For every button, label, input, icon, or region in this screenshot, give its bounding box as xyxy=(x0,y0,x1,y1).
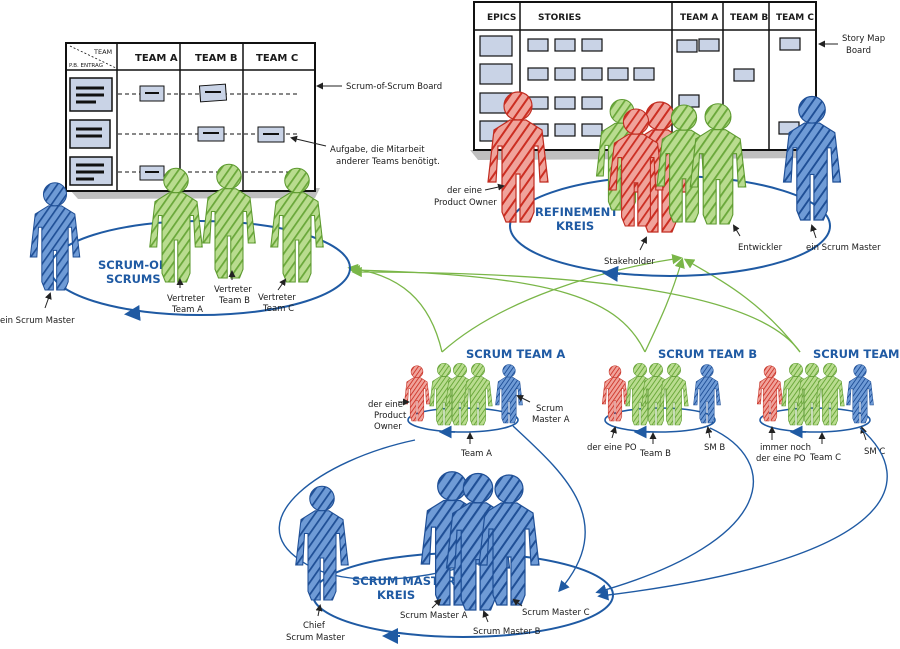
team-c-title: SCRUM TEAM C xyxy=(813,347,900,361)
refinement-sm-label: ein Scrum Master xyxy=(806,243,881,253)
team-a-title: SCRUM TEAM A xyxy=(466,347,565,361)
sos-note-line1: Aufgabe, die Mitarbeit xyxy=(330,145,425,155)
sm-circle-title-line2: KREIS xyxy=(377,588,415,602)
sos-note-line2: anderer Teams benötigt. xyxy=(336,157,440,167)
rep-b-line2: Team B xyxy=(218,296,250,306)
sos-scrum-master-label: ein Scrum Master xyxy=(0,316,75,326)
smb-col-team-a: TEAM A xyxy=(680,13,718,23)
rep-b-line1: Vertreter xyxy=(214,285,252,295)
team-b-title: SCRUM TEAM B xyxy=(658,347,757,361)
stakeholder-label: Stakeholder xyxy=(604,257,655,267)
refinement-title-line2: KREIS xyxy=(556,219,594,233)
team-b-po-label: der eine PO xyxy=(587,443,637,453)
team-a-po-line3: Owner xyxy=(374,422,402,432)
sm-a-label: Scrum Master A xyxy=(400,611,468,621)
sos-circle-title-line1: SCRUM-OF- xyxy=(98,258,171,272)
sos-corner-team: TEAM xyxy=(93,48,112,56)
sos-cards xyxy=(69,77,300,186)
refinement-title-line1: REFINEMENT xyxy=(535,205,618,219)
smb-caption-line1: Story Map xyxy=(842,34,885,44)
rep-c-line1: Vertreter xyxy=(258,293,296,303)
smb-col-team-b: TEAM B xyxy=(730,13,768,23)
sm-circle-title-line1: SCRUM MASTER xyxy=(352,574,456,588)
scrum-of-scrums-circle: SCRUM-OF- SCRUMS xyxy=(49,220,351,321)
connectors-blue xyxy=(278,425,888,601)
scrum-team-a: SCRUM TEAM A der eine Product Owner Scru… xyxy=(368,347,570,459)
team-c-sm-label: SM C xyxy=(864,447,885,457)
sos-circle-title-line2: SCRUMS xyxy=(106,272,161,286)
sm-b-label: Scrum Master B xyxy=(473,627,541,637)
team-a-label: Team A xyxy=(460,449,492,459)
sm-circle-people xyxy=(294,470,540,612)
connectors-green xyxy=(347,254,801,353)
team-a-po-line1: der eine xyxy=(368,400,403,410)
sos-col-team-a: TEAM A xyxy=(135,53,178,64)
smb-col-team-c: TEAM C xyxy=(776,13,814,23)
smb-cards xyxy=(479,35,801,142)
team-a-sm-line1: Scrum xyxy=(536,404,563,414)
smb-col-epics: EPICS xyxy=(487,13,516,23)
rep-c-line2: Team C xyxy=(262,304,294,314)
team-b-sm-label: SM B xyxy=(704,443,725,453)
developer-label: Entwickler xyxy=(738,243,783,253)
team-c-po-line2: der eine PO xyxy=(756,454,806,464)
team-a-sm-line2: Master A xyxy=(532,415,570,425)
sos-board-caption: Scrum-of-Scrum Board xyxy=(346,82,442,92)
team-a-po-line2: Product xyxy=(374,411,407,421)
rep-a-line1: Vertreter xyxy=(167,294,205,304)
chief-scrum-master-figure xyxy=(294,485,350,601)
sos-scrum-master-figure xyxy=(29,181,81,291)
chief-line1: Chief xyxy=(303,621,326,631)
sos-col-team-c: TEAM C xyxy=(256,53,298,64)
sm-c-label: Scrum Master C xyxy=(522,608,590,618)
refinement-po-line1: der eine xyxy=(447,186,482,196)
team-c-sm-figure xyxy=(846,364,874,424)
team-c-po-line1: immer noch xyxy=(760,443,811,453)
team-c-label: Team C xyxy=(809,453,841,463)
chief-line2: Scrum Master xyxy=(286,633,345,643)
smb-col-stories: STORIES xyxy=(538,13,581,23)
scrum-team-b: SCRUM TEAM B der eine PO Team B SM B xyxy=(587,347,757,459)
scrum-of-scrum-board: TEAM P.B. ENTRAG TEAM A TEAM B TEAM C xyxy=(65,42,442,199)
refinement-po-line2: Product Owner xyxy=(434,198,497,208)
rep-a-line2: Team A xyxy=(171,305,203,315)
scrum-team-c: SCRUM TEAM C immer noch der eine PO Team… xyxy=(756,347,900,464)
smb-caption-line2: Board xyxy=(846,46,871,56)
team-b-label: Team B xyxy=(639,449,671,459)
sos-corner-entry: P.B. ENTRAG xyxy=(69,63,103,69)
team-a-sm-figure xyxy=(495,364,523,424)
sos-col-team-b: TEAM B xyxy=(195,53,237,64)
